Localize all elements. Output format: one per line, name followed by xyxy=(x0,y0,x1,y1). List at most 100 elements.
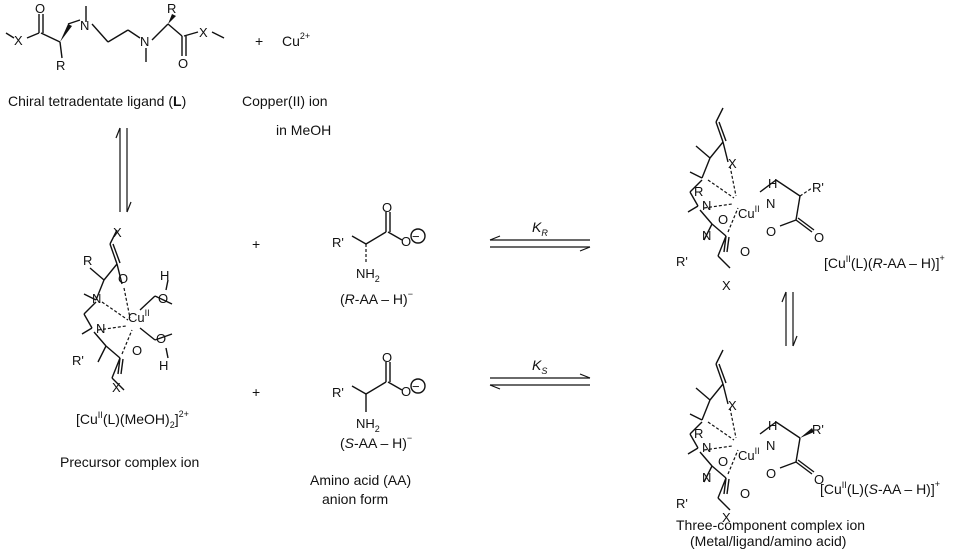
ligand-label-text: Chiral tetradentate ligand ( xyxy=(8,93,173,109)
r-prod-cu-symbol: Cu xyxy=(738,206,755,221)
precursor-atom-cu: CuII xyxy=(128,308,150,325)
solvent-label: in MeOH xyxy=(276,122,331,138)
s-aa-atom-o-right: O xyxy=(401,384,411,399)
s-prod-atom-o-bottom: O xyxy=(740,486,750,501)
precursor-atom-x-bottom: X xyxy=(112,380,121,395)
s-prod-atom-n-bottom: N xyxy=(702,470,711,485)
ks-sub: S xyxy=(541,366,547,376)
precursor-atom-rprime: R' xyxy=(72,353,84,368)
s-prod-cu-symbol: Cu xyxy=(738,448,755,463)
s-aa-charge: − xyxy=(407,433,412,443)
ks-label: KS xyxy=(532,357,547,376)
s-aa-nh: NH xyxy=(356,416,375,431)
ligand-label-close: ) xyxy=(182,93,187,109)
precursor-cu-oxidation: II xyxy=(145,308,150,318)
ligand-label: Chiral tetradentate ligand (L) xyxy=(8,93,186,109)
precursor-structure: X R O N N CuII H O O O H R' X xyxy=(72,225,173,395)
r-aa-charge: − xyxy=(408,289,413,299)
equilibrium-arrow-products xyxy=(781,291,798,347)
s-aa-formula: (S-AA – H)− xyxy=(340,433,412,451)
r-aa-nh: NH xyxy=(356,266,375,281)
precursor-label: Precursor complex ion xyxy=(60,454,199,470)
s-aa-charge-circle xyxy=(410,378,426,394)
equilibrium-arrow-ks: KS xyxy=(489,357,591,390)
plus-sign-ligand: + xyxy=(255,33,263,49)
s-prod-rest: -AA – H)] xyxy=(878,481,935,497)
s-aa-atom-rprime: R' xyxy=(332,385,344,400)
plus-sign-r: + xyxy=(252,236,260,252)
ligand-label-symbol: L xyxy=(173,93,182,109)
s-prod-atom-h: H xyxy=(768,418,777,433)
r-prod-atom-r: R xyxy=(694,184,703,199)
copper-ion-label: Copper(II) ion xyxy=(242,93,328,109)
precursor-atom-o-meoh1: O xyxy=(158,291,168,306)
ligand-atom-x-left: X xyxy=(14,33,23,48)
ligand-atom-n-left: N xyxy=(80,18,89,33)
r-prod-atom-n-bottom: N xyxy=(702,228,711,243)
precursor-formula-ox: II xyxy=(98,410,103,420)
r-prod-ox: II xyxy=(846,254,851,264)
s-prod-cu-oxidation: II xyxy=(755,446,760,456)
precursor-atom-o-bottom: O xyxy=(132,343,142,358)
r-prod-rest: -AA – H)] xyxy=(883,255,940,271)
ligand-atom-o-right: O xyxy=(178,56,188,71)
product-label-1: Three-component complex ion xyxy=(676,517,865,533)
precursor-atom-r: R xyxy=(83,253,92,268)
r-prod-charge: + xyxy=(940,253,945,263)
s-aa-open: ( xyxy=(340,435,345,451)
s-prod-atom-o-aa: O xyxy=(766,466,776,481)
s-aa-rest: -AA – H) xyxy=(354,435,407,451)
precursor-cu-symbol: Cu xyxy=(128,310,145,325)
precursor-atom-o-top: O xyxy=(118,271,128,286)
r-prod-atom-o-top: O xyxy=(718,212,728,227)
r-prod-ligand: (L)( xyxy=(851,255,873,271)
s-product-formula: [CuII(L)(S-AA – H)]+ xyxy=(820,479,940,497)
r-prod-atom-rprime: R' xyxy=(676,254,688,269)
r-prod-config: R xyxy=(873,255,883,271)
plus-sign-s: + xyxy=(252,384,260,400)
equilibrium-arrow-kr: KR xyxy=(489,219,591,252)
s-prod-atom-n-aa: N xyxy=(766,438,775,453)
r-amino-acid-structure: R' O O − NH2 xyxy=(332,200,426,284)
s-amino-acid-structure: R' O O − NH2 xyxy=(332,350,426,434)
product-label-2: (Metal/ligand/amino acid) xyxy=(690,533,846,549)
s-prod-atom-cu: CuII xyxy=(738,446,760,463)
s-aa-atom-nh2: NH2 xyxy=(356,416,380,434)
r-aa-formula: (R-AA – H)− xyxy=(340,289,413,307)
ligand-atom-r-right: R xyxy=(167,1,176,16)
s-product-structure: X R O N N CuII H N R' O O O R' X xyxy=(676,349,824,525)
r-aa-rest: -AA – H) xyxy=(355,291,408,307)
amino-acid-label-2: anion form xyxy=(322,491,388,507)
s-prod-atom-x-top: X xyxy=(728,398,737,413)
r-aa-nh-sub: 2 xyxy=(375,274,380,284)
s-prod-atom-rprime-aa: R' xyxy=(812,422,824,437)
s-aa-nh-sub: 2 xyxy=(375,424,380,434)
s-prod-atom-n-top: N xyxy=(702,440,711,455)
cu-ion: Cu2+ xyxy=(282,31,310,49)
r-prod-atom-o-aa: O xyxy=(766,224,776,239)
kr-sub: R xyxy=(541,228,548,238)
s-aa-atom-o-top: O xyxy=(382,350,392,365)
ks-k: K xyxy=(532,357,542,373)
r-prod-atom-cu: CuII xyxy=(738,204,760,221)
r-aa-open: ( xyxy=(340,291,345,307)
precursor-atom-n-top: N xyxy=(92,291,101,306)
r-prod-atom-n-aa: N xyxy=(766,196,775,211)
cu-ion-charge: 2+ xyxy=(300,31,310,41)
r-product-structure: X R O N N CuII H N R' O O O R' X xyxy=(676,107,824,293)
r-prod-atom-o-bottom: O xyxy=(740,244,750,259)
precursor-atom-n-bottom: N xyxy=(96,321,105,336)
r-prod-atom-rprime-aa: R' xyxy=(812,180,824,195)
r-aa-atom-nh2: NH2 xyxy=(356,266,380,284)
precursor-formula-close: ] xyxy=(175,411,179,427)
r-prod-atom-x-bottom: X xyxy=(722,278,731,293)
s-prod-cu: [Cu xyxy=(820,481,842,497)
precursor-formula: [CuII(L)(MeOH)2]2+ xyxy=(76,409,189,430)
r-aa-charge-circle xyxy=(410,228,426,244)
s-aa-atom-minus: − xyxy=(412,379,420,394)
r-prod-atom-o-carbonyl: O xyxy=(814,230,824,245)
precursor-atom-x-top: X xyxy=(113,225,122,240)
s-prod-atom-r: R xyxy=(694,426,703,441)
precursor-formula-sub: 2 xyxy=(170,420,175,430)
